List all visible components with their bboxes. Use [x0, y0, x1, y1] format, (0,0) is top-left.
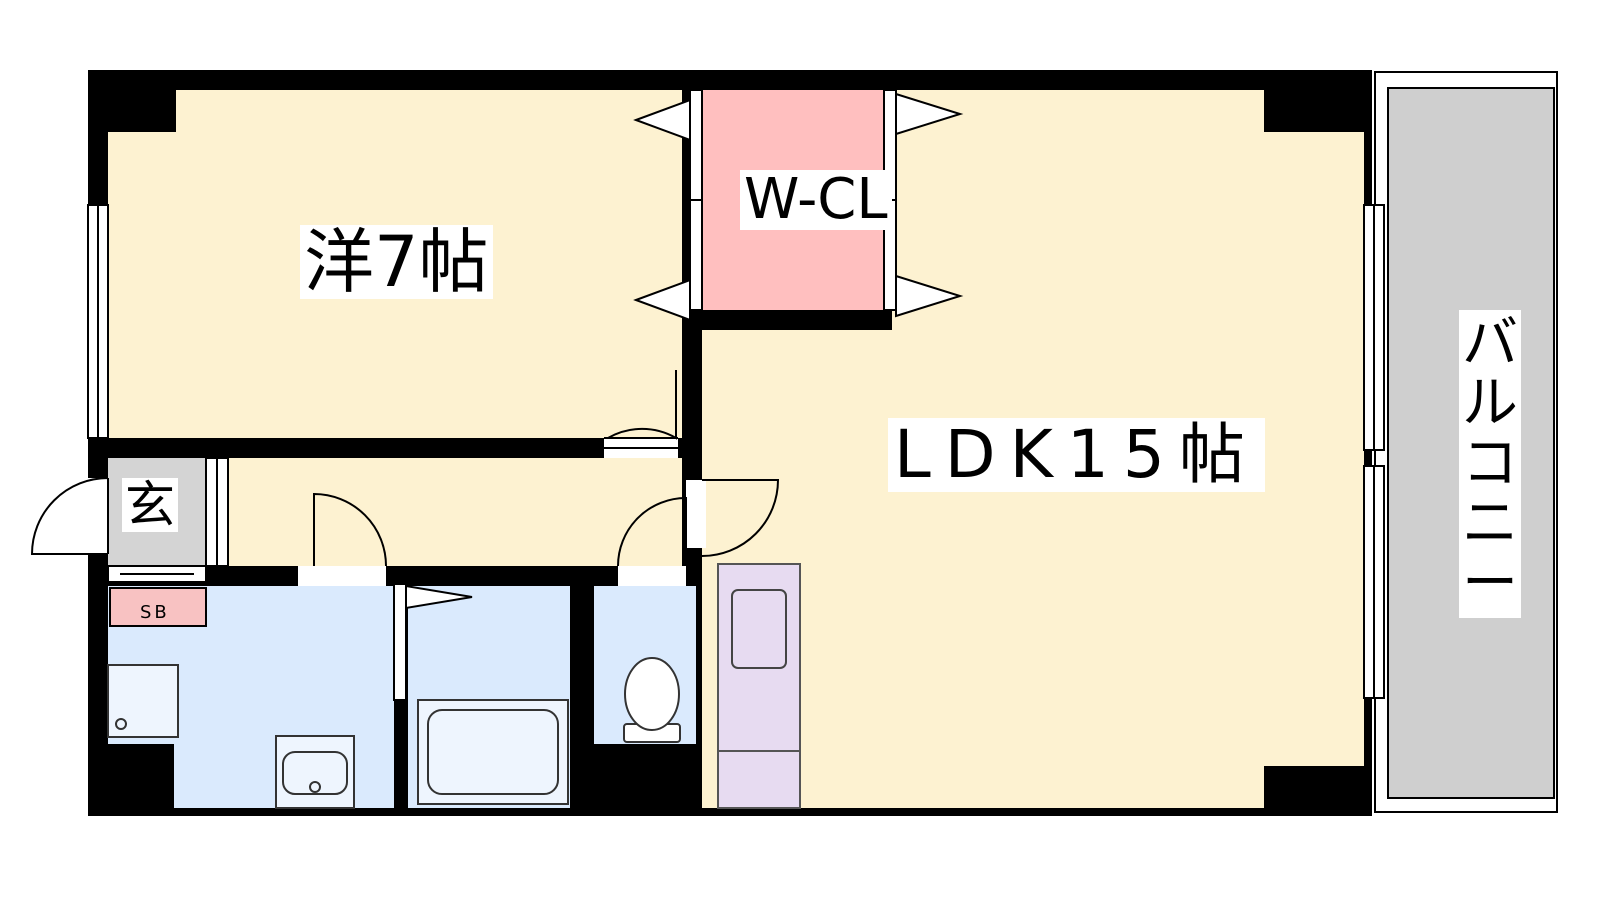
walkin-closet-label: W-CL: [740, 170, 892, 230]
columns: [108, 90, 1364, 808]
shoe-box-label: SB: [140, 602, 170, 623]
bathtub: [417, 699, 569, 805]
western-room-label: 洋7帖: [300, 225, 493, 299]
kitchen-counter: [717, 563, 801, 809]
toilet-fixture: [623, 657, 681, 743]
wash-basin: [275, 735, 355, 809]
doors: [30, 370, 780, 567]
entrance-label: 玄: [122, 478, 178, 532]
front-door: [30, 477, 109, 555]
floor-corridor: [228, 458, 682, 566]
windows: [87, 204, 1385, 699]
ldk-label: LDK15帖: [888, 418, 1265, 492]
shoe-box: [109, 587, 207, 627]
washing-machine-pan: [107, 664, 179, 738]
western-room-door: [607, 370, 677, 440]
ldk-door: [701, 479, 780, 557]
balcony-label: バ ル コ ニ ー: [1459, 310, 1521, 618]
toilet-door: [617, 496, 687, 567]
washroom-door: [313, 492, 387, 567]
closet-doors: [393, 89, 964, 701]
